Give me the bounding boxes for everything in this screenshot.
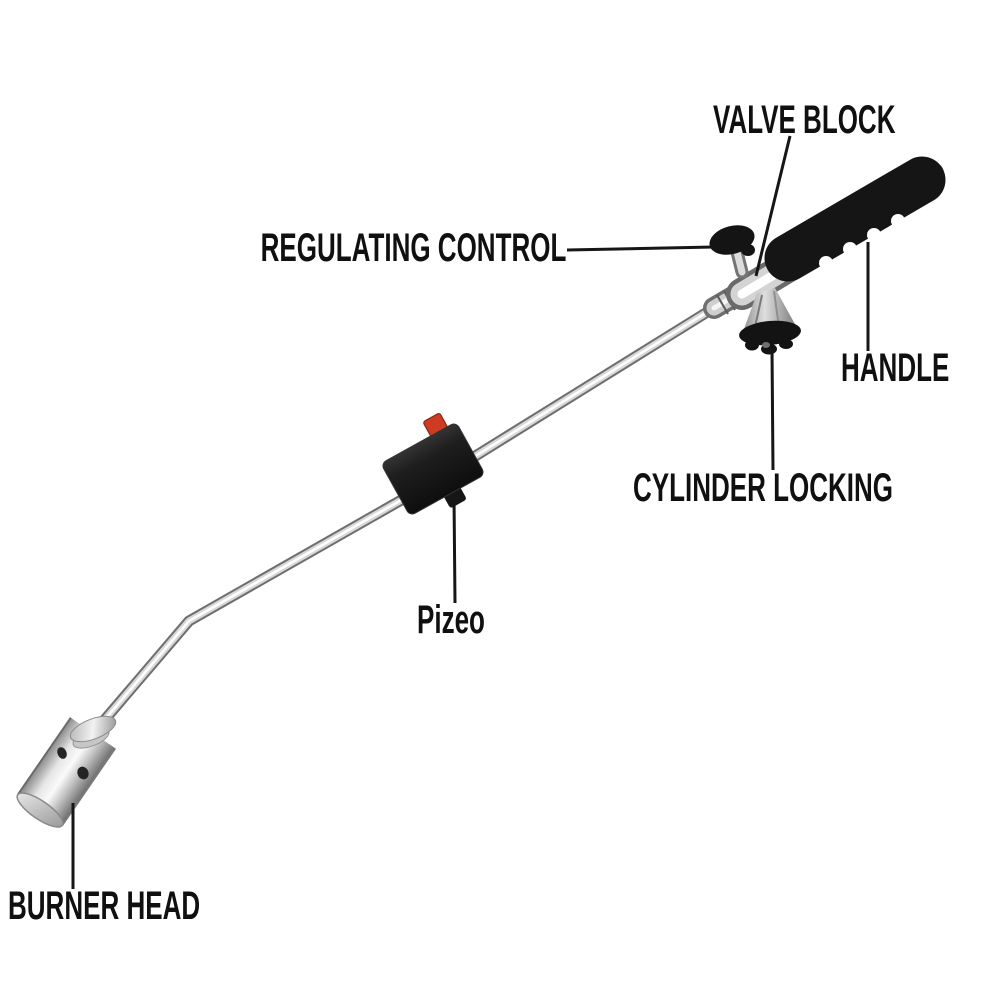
handle-grip [764,156,946,282]
cylinder-locking-knob [739,320,801,355]
leader-regulating-control [566,245,715,252]
label-cylinder-locking: CYLINDER LOCKING [633,466,893,510]
burner-air-hole-2 [77,766,89,780]
leader-lines [71,135,870,889]
leader-valve-block [754,135,792,277]
fuel-tube [95,295,731,730]
label-handle: HANDLE [841,346,950,390]
label-burner-head: BURNER HEAD [8,884,201,928]
label-regulating-control: REGULATING CONTROL [260,226,566,270]
burner-head-part-front [16,715,117,828]
piezo-igniter [382,413,484,515]
label-piezo: Pizeo [417,598,485,642]
label-valve-block: VALVE BLOCK [713,98,896,142]
leader-cylinder-locking [770,348,775,471]
cone-shading [754,294,763,328]
leader-piezo [452,495,457,604]
burner-tube-end [16,792,64,828]
burner-tube-edge-right [61,747,117,826]
burner-air-hole-1 [57,747,67,759]
handle-finger-grooves [819,214,905,270]
piezo-body [382,423,484,515]
regulating-control-knob [709,225,755,256]
burner-tube-edge-left [16,717,72,796]
burner-flange [69,715,117,743]
